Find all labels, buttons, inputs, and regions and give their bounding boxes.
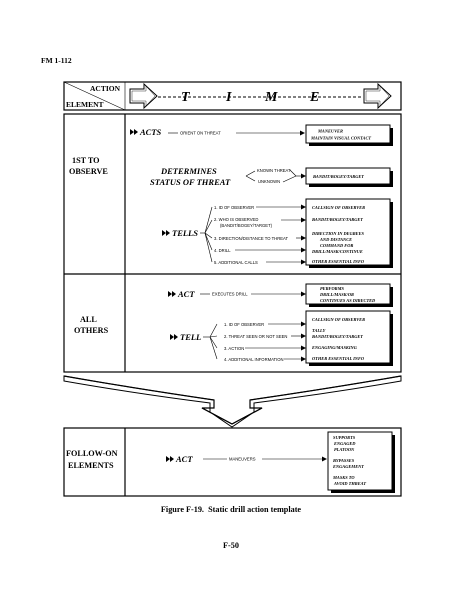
tell-box-2-line1: TALLY [312, 328, 327, 333]
tell-box-4: OTHER ESSENTIAL INFO [312, 356, 365, 361]
figure-caption: Figure F-19. Static drill action templat… [161, 505, 302, 514]
time-letter-m: M [264, 90, 278, 105]
follow-act-box-5: ENGAGEMENT [332, 464, 364, 469]
page-number: F-50 [223, 541, 239, 550]
main-table [63, 113, 402, 373]
tell-box-1: CALLSIGN OF OBSERVER [312, 317, 365, 322]
others-act-arrowhead-icon [168, 291, 172, 297]
tell-box-3: ENGAGING/MASKING [311, 345, 358, 350]
tell-item-2-label: 2. THREAT SEEN OR NOT SEEN [224, 334, 287, 339]
tells-item-2-label-line2: (BANDIT/BOGEY/TARGET) [220, 223, 273, 228]
follow-act-link: MANEUVERS [229, 457, 256, 462]
others-act-box-line3: CONTINUES AS DIRECTED [320, 298, 376, 303]
tell-box-2-line2: BANDIT/BOGEY/TARGET [311, 334, 363, 339]
tells-box-4-line1: COMMAND FOR [320, 243, 353, 248]
tells-title: TELLS [172, 228, 198, 238]
follow-act-box-3: PLATOON [334, 447, 355, 452]
time-header: ACTION ELEMENT T I M E [63, 81, 402, 111]
tells-item-2-label-line1: 2. WHO IS OBSERVED [214, 217, 258, 222]
determines-box: BANDIT/BOGEY/TARGET [312, 174, 364, 179]
acts-section: ACTS ORIENT ON THREAT MANEUVER MAINTAIN … [130, 124, 393, 146]
tells-box-4-line2: DRILL/MASK/CONTINUE [311, 249, 363, 254]
determines-known: KNOWN THREAT [257, 168, 291, 173]
time-letter-t: T [181, 90, 191, 105]
tells-box-2: BANDIT/BOGEY/TARGET [311, 217, 363, 222]
tell-title: TELL [180, 332, 201, 342]
tell-section: TELL 1. ID OF OBSERVER 2. THREAT SEEN OR… [170, 310, 393, 366]
tells-box-3-line2: AND DISTANCE [319, 237, 352, 242]
row-label-others-line1: ALL [80, 315, 97, 324]
acts-box-line2: MAINTAIN VISUAL CONTACT [310, 136, 371, 141]
time-letter-i: I [225, 90, 232, 105]
row-label-others-line2: OTHERS [74, 326, 109, 335]
acts-arrowhead-icon [130, 129, 134, 135]
tells-section: TELLS 1. ID OF OBSERVER 2. WHO IS OBSERV… [162, 198, 393, 268]
funnel-arrow-icon [63, 375, 402, 428]
follow-act-title: ACT [175, 454, 193, 464]
follow-act-arrowhead-icon [166, 456, 170, 462]
tells-item-4-label: 4. DRILL [214, 248, 231, 253]
others-act-box-line2: DRILL/MASK/OR [319, 292, 354, 297]
determines-line1: DETERMINES [160, 166, 217, 176]
row-label-first-line2: OBSERVE [69, 167, 108, 176]
follow-act-box-7: AVOID THREAT [333, 481, 366, 486]
tells-box-5: OTHER ESSENTIAL INFO [312, 259, 365, 264]
follow-act-box-2: ENGAGED [333, 441, 356, 446]
tells-box-3-line1: DIRECTION IN DEGREES [311, 231, 365, 236]
follow-act-box-1: SUPPORTS [333, 435, 356, 440]
tells-item-5-label: 5. ADDITIONAL CALLS [214, 260, 258, 265]
row-label-follow-line2: ELEMENTS [68, 461, 114, 470]
tells-arrowhead-icon [162, 230, 166, 236]
tells-box-1: CALLSIGN OF OBSERVER [312, 205, 365, 210]
row-label-follow-line1: FOLLOW-ON [66, 449, 118, 458]
acts-link-label: ORIENT ON THREAT [180, 131, 221, 136]
time-arrow-left-icon [129, 82, 158, 110]
tell-item-3-label: 3. ACTION [224, 346, 244, 351]
time-letter-e: E [309, 90, 319, 105]
others-act-link: EXECUTES DRILL [212, 292, 248, 297]
row-label-first-line1: 1ST TO [72, 156, 100, 165]
action-heading: ACTION [90, 84, 121, 93]
tell-item-1-label: 1. ID OF OBSERVER [224, 322, 264, 327]
tells-item-3-label: 3. DIRECTION/DISTANCE TO THREAT [214, 236, 289, 241]
tell-arrowhead-icon [170, 334, 174, 340]
determines-line2: STATUS OF THREAT [150, 177, 231, 187]
time-arrow-right-icon [363, 82, 392, 110]
tells-item-1-label: 1. ID OF OBSERVER [214, 205, 254, 210]
follow-act-box-6: MASKS TO [332, 475, 355, 480]
follow-act-section: ACT MANEUVERS SUPPORTS ENGAGED PLATOON B… [166, 431, 395, 493]
others-act-title: ACT [177, 289, 195, 299]
others-act-box-line1: PERFORMS [320, 286, 344, 291]
tell-item-4-label: 4. ADDITIONAL INFORMATION [224, 357, 284, 362]
determines-section: DETERMINES STATUS OF THREAT KNOWN THREAT… [150, 166, 393, 187]
follow-on-table [63, 427, 402, 497]
others-act-section: ACT EXECUTES DRILL PERFORMS DRILL/MASK/O… [168, 283, 393, 307]
determines-unknown: UNKNOWN [258, 179, 280, 184]
manual-ref: FM 1-112 [41, 56, 72, 65]
element-heading: ELEMENT [66, 100, 104, 109]
follow-act-box-4: BYPASSES [332, 458, 355, 463]
acts-title: ACTS [139, 127, 162, 137]
acts-box-line1: MANEUVER [317, 129, 343, 134]
